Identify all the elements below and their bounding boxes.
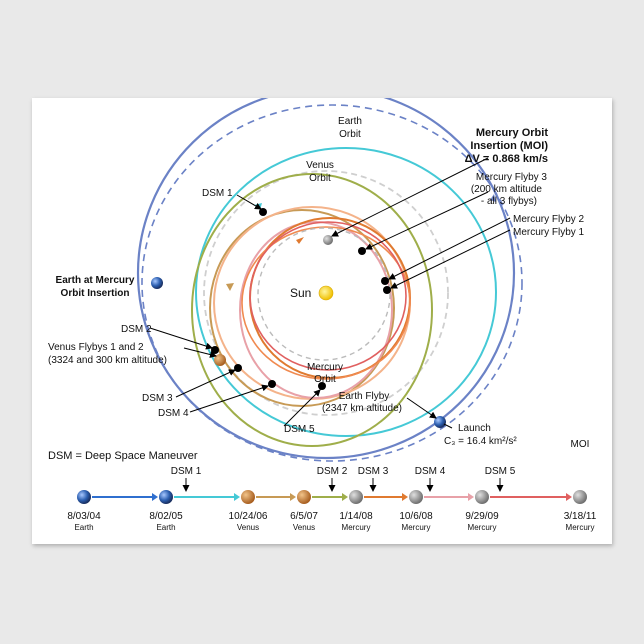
dsm3-label: DSM 3 <box>142 393 173 404</box>
timeline-planet-mercury <box>573 490 587 504</box>
timeline-planet-venus <box>241 490 255 504</box>
venus-flyby-planet <box>214 354 226 366</box>
mercury-at-moi <box>323 235 333 245</box>
timeline-body: Venus <box>237 523 259 532</box>
flyby1-dot <box>383 286 391 294</box>
timeline-planet-mercury <box>475 490 489 504</box>
timeline-body: Mercury <box>342 523 371 532</box>
green-trajectory <box>191 173 433 447</box>
earth-at-moi <box>151 277 163 289</box>
earth-orbit-dashed <box>141 104 523 462</box>
sun <box>318 285 334 301</box>
timeline-body: Earth <box>74 523 93 532</box>
orange-trajectory-3 <box>249 221 407 371</box>
timeline-arrow-icon <box>152 493 158 501</box>
dsm1-dot <box>259 208 267 216</box>
timeline-planet-mercury <box>409 490 423 504</box>
dsm1-label: DSM 1 <box>202 188 233 199</box>
orbit-arrow-icon <box>490 194 496 202</box>
cyan-trajectory <box>195 147 497 437</box>
flyby2-dot <box>381 277 389 285</box>
earth-orbit <box>136 98 516 460</box>
orange-trajectory-2 <box>241 226 411 380</box>
timeline-marker-label: DSM 2 <box>317 466 348 477</box>
brown-trajectory <box>209 209 395 407</box>
timeline-planet-earth <box>77 490 91 504</box>
timeline-date: 10/6/08 <box>399 511 433 522</box>
timeline-body: Venus <box>293 523 315 532</box>
flyby1-label: Mercury Flyby 1 <box>513 227 585 238</box>
timeline-planet-venus <box>297 490 311 504</box>
timeline-date: 10/24/06 <box>229 511 268 522</box>
dsm4-dot <box>268 380 276 388</box>
timeline-body: Mercury <box>468 523 497 532</box>
timeline-marker-label: DSM 1 <box>171 466 202 477</box>
flyby2-label: Mercury Flyby 2 <box>513 214 585 225</box>
sun-label: Sun <box>290 286 311 300</box>
venus-orbit <box>203 170 449 416</box>
timeline-arrow-icon <box>290 493 296 501</box>
timeline-date: 3/18/11 <box>564 511 597 522</box>
timeline-body: Mercury <box>402 523 431 532</box>
legend-text: DSM = Deep Space Maneuver <box>48 450 198 462</box>
dsm2-label: DSM 2 <box>121 324 152 335</box>
flyby3-dot <box>358 247 366 255</box>
dsm5-label: DSM 5 <box>284 424 315 435</box>
timeline-body: Earth <box>156 523 175 532</box>
timeline-planet-mercury <box>349 490 363 504</box>
venus-flybys-label: Venus Flybys 1 and 2(3324 and 300 km alt… <box>48 342 167 366</box>
timeline-date: 9/29/09 <box>465 511 499 522</box>
earth-flyby-label: Earth Flyby(2347 km altitude) <box>322 391 402 414</box>
timeline-marker-label: MOI <box>571 439 590 450</box>
mercury-orbit <box>257 227 391 361</box>
timeline-arrow-icon <box>342 493 348 501</box>
orbit-arrow-icon <box>296 237 304 244</box>
timeline-date: 6/5/07 <box>290 511 318 522</box>
timeline-planet-earth <box>159 490 173 504</box>
orbit-arrow-icon <box>226 283 234 291</box>
timeline-date: 1/14/08 <box>339 511 373 522</box>
dsm3-dot <box>234 364 242 372</box>
timeline-body: Mercury <box>566 523 595 532</box>
timeline-date: 8/02/05 <box>149 511 183 522</box>
flyby3-label: Mercury Flyby 3(200 km altitude- all 3 f… <box>471 172 548 207</box>
timeline-date: 8/03/04 <box>67 511 101 522</box>
mission-timeline: 8/03/04Earth8/02/05Earth10/24/06Venus6/5… <box>67 439 596 532</box>
earth-at-launch <box>434 416 446 428</box>
dsm5-dot <box>318 382 326 390</box>
timeline-marker-label: DSM 5 <box>485 466 516 477</box>
dsm4-label: DSM 4 <box>158 408 189 419</box>
timeline-marker-label: DSM 3 <box>358 466 389 477</box>
dsm2-dot <box>211 346 219 354</box>
timeline-arrow-icon <box>468 493 474 501</box>
timeline-arrow-icon <box>234 493 240 501</box>
timeline-marker-label: DSM 4 <box>415 466 446 477</box>
timeline-arrow-icon <box>566 493 572 501</box>
timeline-arrow-icon <box>402 493 408 501</box>
